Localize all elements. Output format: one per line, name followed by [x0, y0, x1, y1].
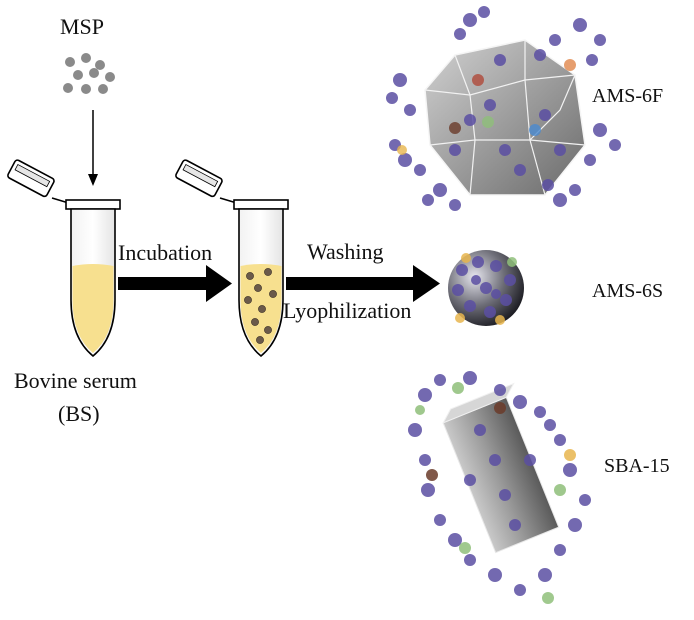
washing-label: Washing	[307, 239, 384, 264]
msp-label: MSP	[60, 14, 105, 39]
bovine-serum-label: Bovine serum	[14, 368, 137, 393]
tube-bovine-serum	[7, 159, 121, 358]
ams-6f-particle	[386, 6, 621, 211]
tube-incubated	[175, 159, 289, 358]
incubation-label: Incubation	[118, 240, 213, 265]
washing-arrow	[286, 265, 440, 302]
sba-15-particle	[408, 371, 591, 604]
ams-6s-particle	[448, 250, 524, 326]
sba-15-label: SBA-15	[604, 455, 670, 477]
lyophilization-label: Lyophilization	[283, 298, 412, 323]
addition-arrow	[88, 110, 98, 186]
ams-6s-label: AMS-6S	[592, 280, 664, 302]
bs-abbrev-label: (BS)	[58, 401, 100, 426]
ams-6f-label: AMS-6F	[592, 85, 664, 107]
msp-particles	[63, 53, 115, 94]
incubation-arrow	[118, 265, 232, 302]
